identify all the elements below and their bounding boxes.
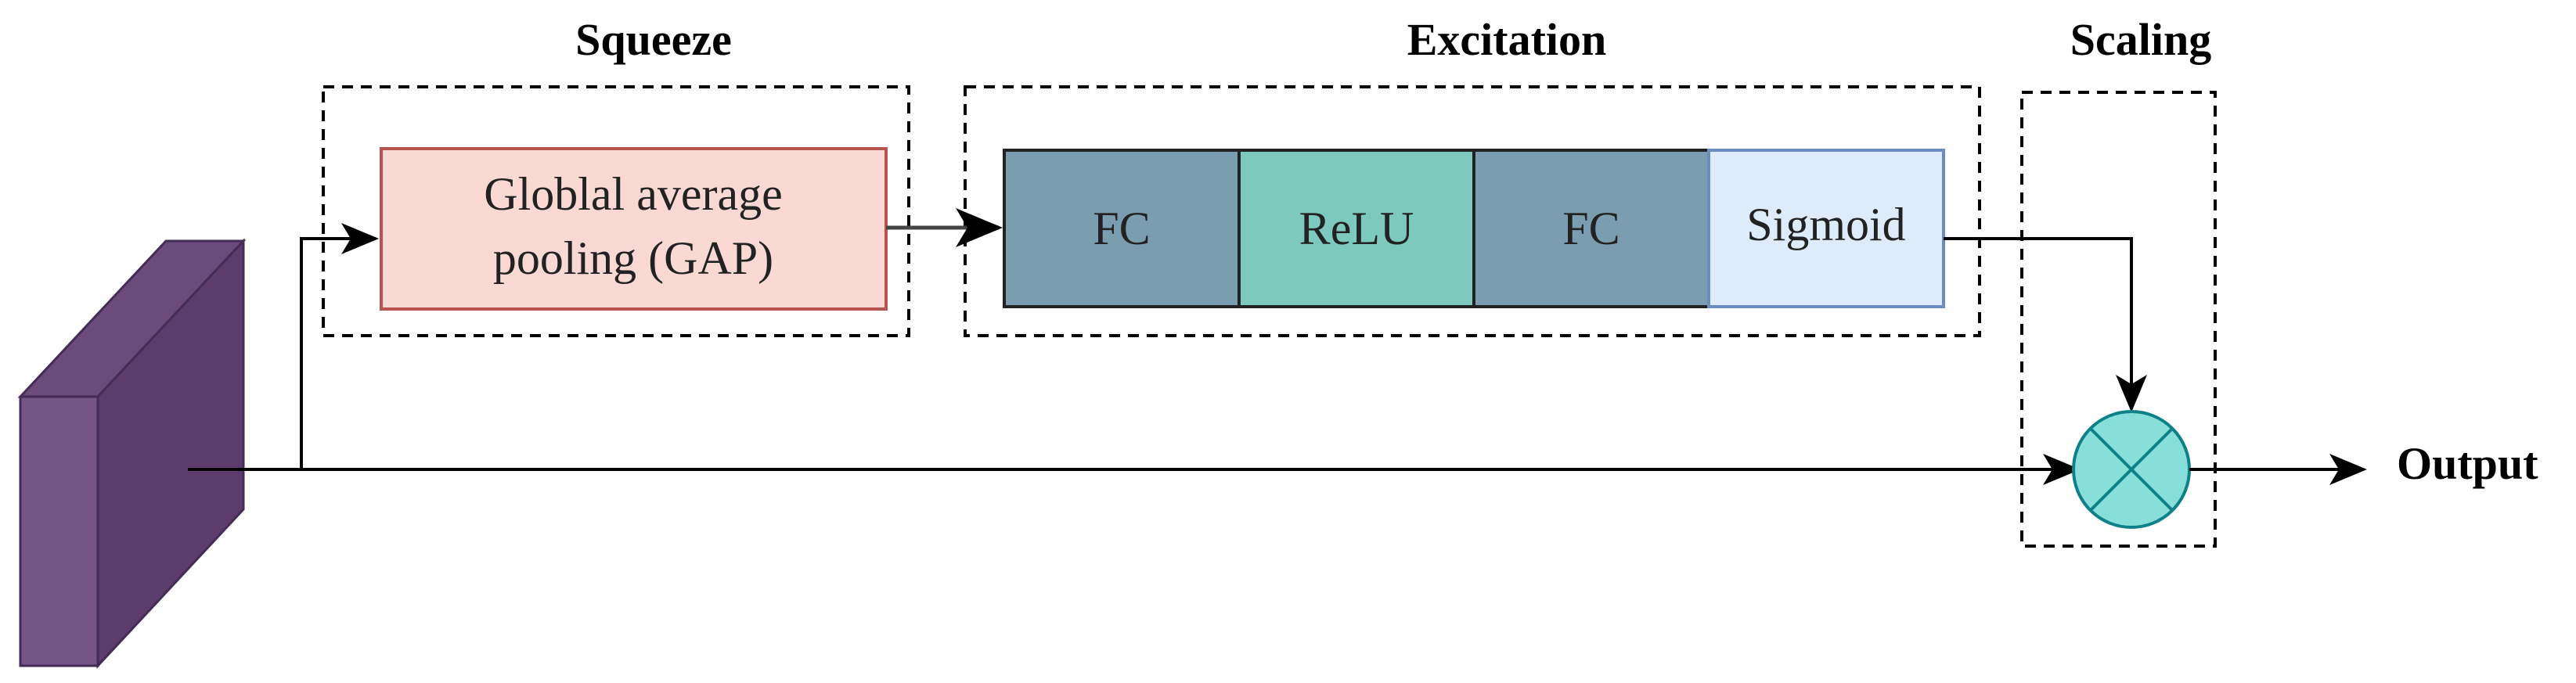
- output-label: Output: [2397, 438, 2538, 489]
- cuboid-front-face: [19, 395, 99, 667]
- scaling-group-box: [2020, 91, 2217, 548]
- circle-times-multiply-icon: [2072, 410, 2191, 529]
- section-label-squeeze: Squeeze: [575, 14, 732, 65]
- relu-block-label: ReLU: [1299, 203, 1414, 254]
- gap-block-label-line2: pooling (GAP): [493, 232, 773, 284]
- relu-block: [1238, 149, 1475, 308]
- excitation-group-box: [964, 85, 1981, 337]
- sigmoid-to-multiply-arrow: [1944, 237, 2147, 412]
- fc2-block-label: FC: [1562, 203, 1619, 254]
- branch-to-gap-arrow: [300, 223, 379, 469]
- sigmoid-block: [1707, 149, 1945, 308]
- gap-block: [380, 147, 888, 311]
- gap-block-label-line1: Globlal average: [484, 168, 782, 220]
- sigmoid-block-label: Sigmoid: [1746, 199, 1905, 250]
- fc1-block-label: FC: [1093, 203, 1150, 254]
- section-label-scaling: Scaling: [2070, 14, 2212, 65]
- squeeze-group-box: [322, 85, 910, 337]
- fc1-block: [1003, 149, 1241, 308]
- feature-map-cuboid-icon: [17, 238, 247, 669]
- section-label-excitation: Excitation: [1407, 14, 1607, 65]
